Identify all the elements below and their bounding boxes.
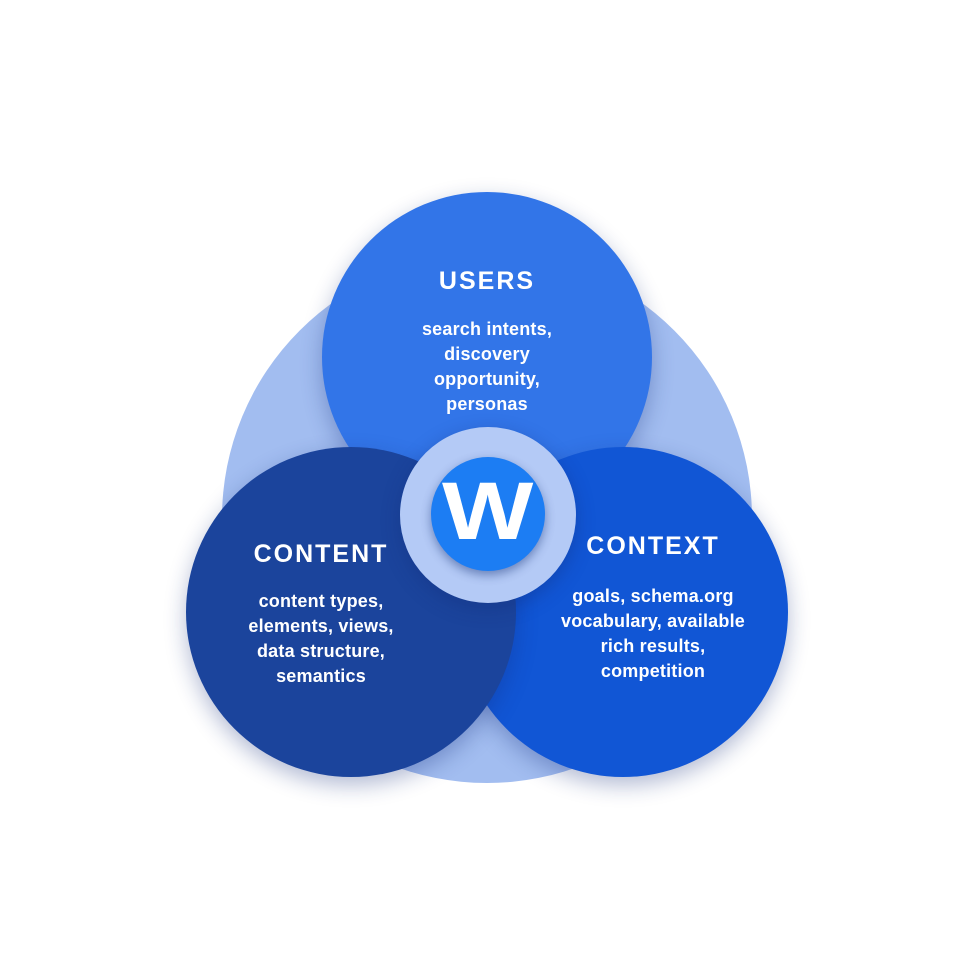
- users-line-3: opportunity,: [433, 369, 541, 389]
- content-title: CONTENT: [253, 540, 389, 568]
- content-line-1: content types,: [258, 591, 384, 611]
- context-line-3: rich results,: [600, 636, 706, 656]
- content-line-2: elements, views,: [248, 616, 394, 636]
- context-description: goals, schema.org vocabulary, available …: [518, 584, 788, 684]
- context-line-4: competition: [600, 661, 706, 681]
- context-title: CONTEXT: [586, 532, 720, 560]
- content-line-3: data structure,: [256, 641, 386, 661]
- users-line-4: personas: [446, 394, 528, 414]
- context-line-2: vocabulary, available: [561, 611, 745, 631]
- context-line-1: goals, schema.org: [572, 586, 734, 606]
- users-description: search intents, discovery opportunity, p…: [322, 317, 652, 417]
- users-line-1: search intents,: [421, 319, 553, 339]
- logo-circle: W: [431, 457, 545, 571]
- w-logo-icon: W: [442, 466, 534, 557]
- users-title: USERS: [438, 267, 536, 295]
- content-line-4: semantics: [276, 666, 366, 686]
- users-line-2: discovery: [444, 344, 530, 364]
- content-description: content types, elements, views, data str…: [186, 589, 456, 689]
